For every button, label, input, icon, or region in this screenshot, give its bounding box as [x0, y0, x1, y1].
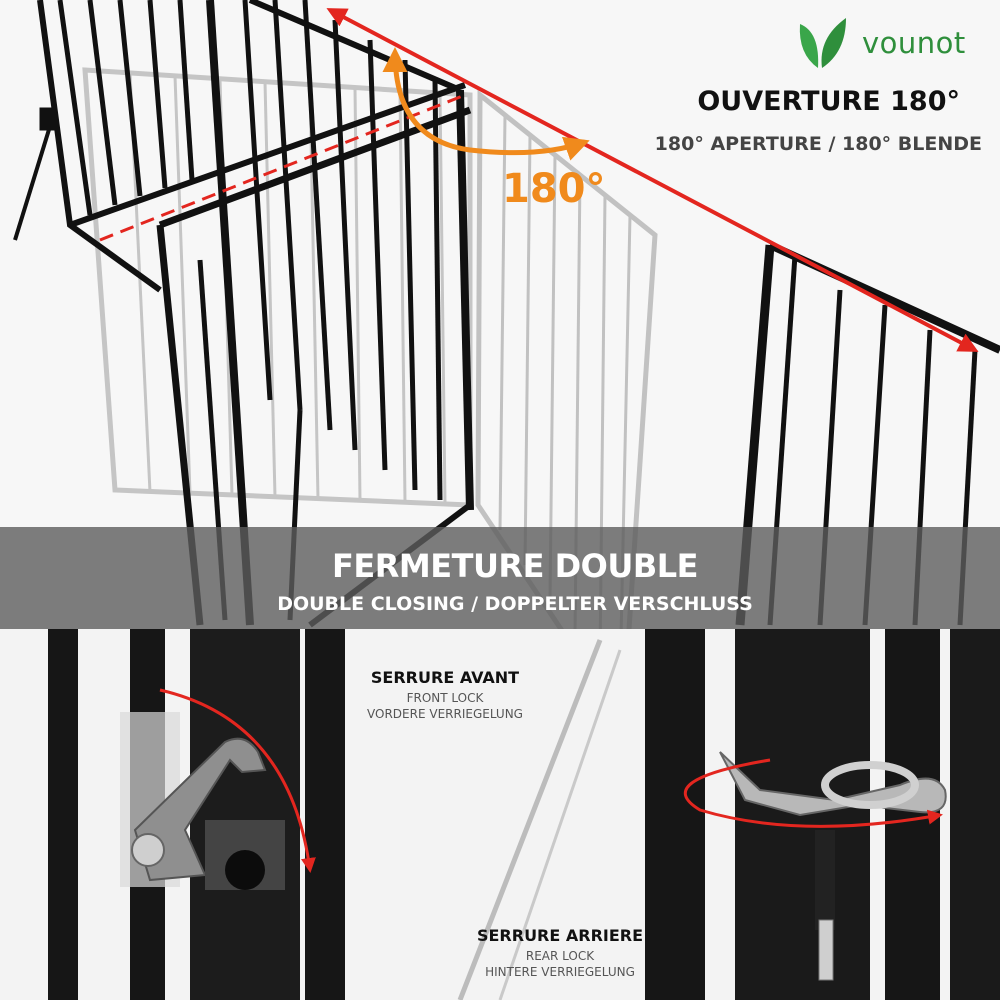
front-lock-label-fr: SERRURE AVANT	[370, 668, 520, 687]
rear-lock-label-en: REAR LOCK	[525, 949, 595, 963]
brand-name: vounot	[862, 26, 966, 60]
brand-logo: vounot	[792, 12, 966, 74]
front-lock-label: SERRURE AVANT FRONT LOCK VORDERE VERRIEG…	[360, 668, 530, 721]
leaf-icon	[799, 18, 846, 68]
lock-detail-area	[0, 629, 1000, 1000]
rear-lock-label-de: HINTERE VERRIEGELUNG	[485, 965, 635, 979]
feature-band	[0, 527, 1000, 629]
rear-lock-label: SERRURE ARRIERE REAR LOCK HINTERE VERRIE…	[470, 926, 650, 979]
rear-lock-label-fr: SERRURE ARRIERE	[476, 926, 644, 945]
front-lock-label-de: VORDERE VERRIEGELUNG	[367, 707, 523, 721]
feature-top-title: OUVERTURE 180°	[697, 86, 960, 117]
feature-band-subtitle: DOUBLE CLOSING / DOPPELTER VERSCHLUSS	[277, 593, 753, 615]
front-lock-label-en: FRONT LOCK	[406, 691, 484, 705]
angle-label: 180°	[502, 166, 606, 212]
feature-top-subtitle: 180° APERTURE / 180° BLENDE	[654, 133, 982, 155]
angle-arc	[382, 47, 590, 161]
feature-band-title: FERMETURE DOUBLE	[332, 547, 698, 585]
